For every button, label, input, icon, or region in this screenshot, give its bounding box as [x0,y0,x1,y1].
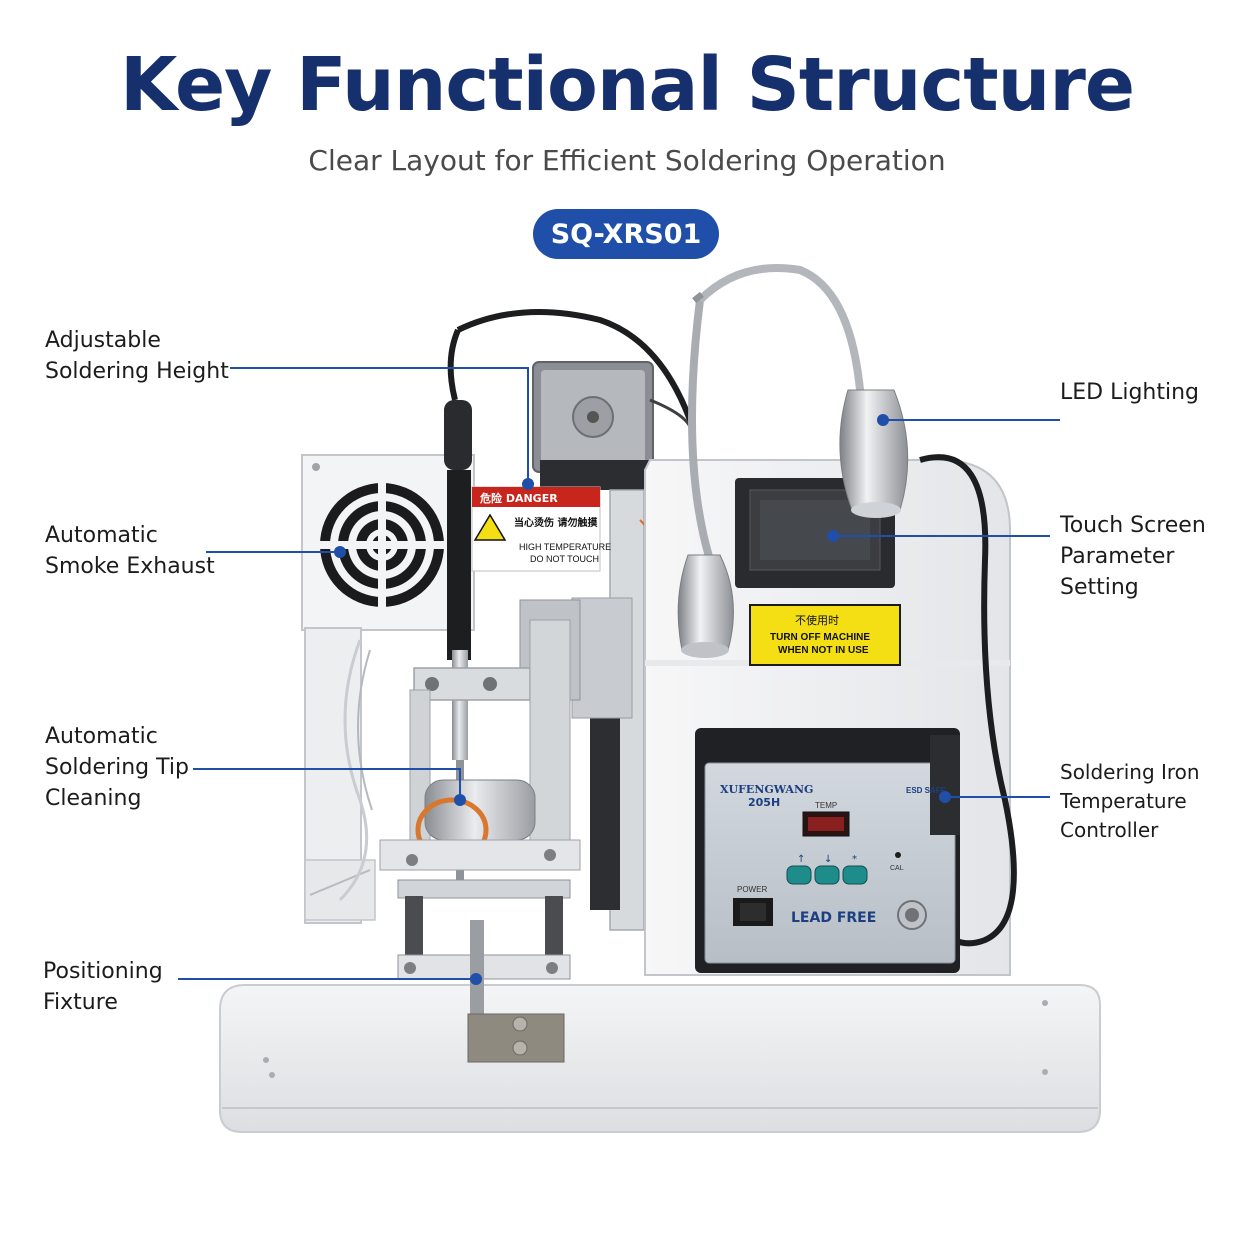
svg-text:↓: ↓ [824,854,832,865]
notice-cn: 不使用时 [795,614,839,627]
warning-cn: 当心烫伤 请勿触摸 [514,516,597,529]
brand-label: XUFENGWANG [720,783,813,796]
tip-cleaner [379,779,581,871]
callout-touch-screen: Touch Screen Parameter Setting [1060,513,1206,600]
positioning-fixture [397,879,571,1063]
callout-tip-cleaning: Automatic Soldering Tip Cleaning [45,724,189,811]
warning-label: 危险 DANGER 当心烫伤 请勿触摸 HIGH TEMPERATURE DO … [471,486,611,572]
model-code: 205H [748,796,780,809]
warning-line1: HIGH TEMPERATURE [519,542,611,552]
warning-line2: DO NOT TOUCH [530,554,599,564]
exhaust-fan [320,483,444,607]
callout-dots [334,414,951,985]
model-badge: SQ-XRS01 [533,209,719,259]
callout-led-lighting: LED Lighting [1060,380,1200,405]
page-title: Key Functional Structure [119,42,1135,128]
temp-label: TEMP [815,801,837,810]
notice-line2: WHEN NOT IN USE [778,645,869,656]
callout-positioning-fixture: Positioning Fixture [43,959,163,1015]
base-plate [219,984,1101,1133]
notice-line1: TURN OFF MACHINE [770,632,870,643]
esd-label: ESD SAFE [906,786,947,795]
page-subtitle: Clear Layout for Efficient Soldering Ope… [308,144,946,177]
callout-line-height [230,367,529,484]
callout-smoke-exhaust: Automatic Smoke Exhaust [45,523,215,579]
power-label: POWER [737,885,767,894]
temperature-controller: XUFENGWANG 205H TEMP ESD SAFE ↑ ↓ * CAL … [695,728,960,973]
callout-line-tip [193,768,461,800]
soldering-iron [409,309,693,890]
lead-free-label: LEAD FREE [791,910,876,926]
smoke-exhaust-housing [301,454,475,924]
callout-adjustable-height: Adjustable Soldering Height [45,328,229,384]
warning-title: 危险 DANGER [479,491,558,505]
callout-lines [178,367,1060,980]
svg-text:↑: ↑ [797,854,805,865]
controller-cable [919,454,1017,947]
svg-text:*: * [852,854,857,865]
cal-label: CAL [890,865,904,872]
callout-temperature-controller: Soldering Iron Temperature Controller [1060,760,1200,842]
height-adjust-axis [519,361,693,931]
notice-sticker: 不使用时 TURN OFF MACHINE WHEN NOT IN USE [749,604,901,666]
